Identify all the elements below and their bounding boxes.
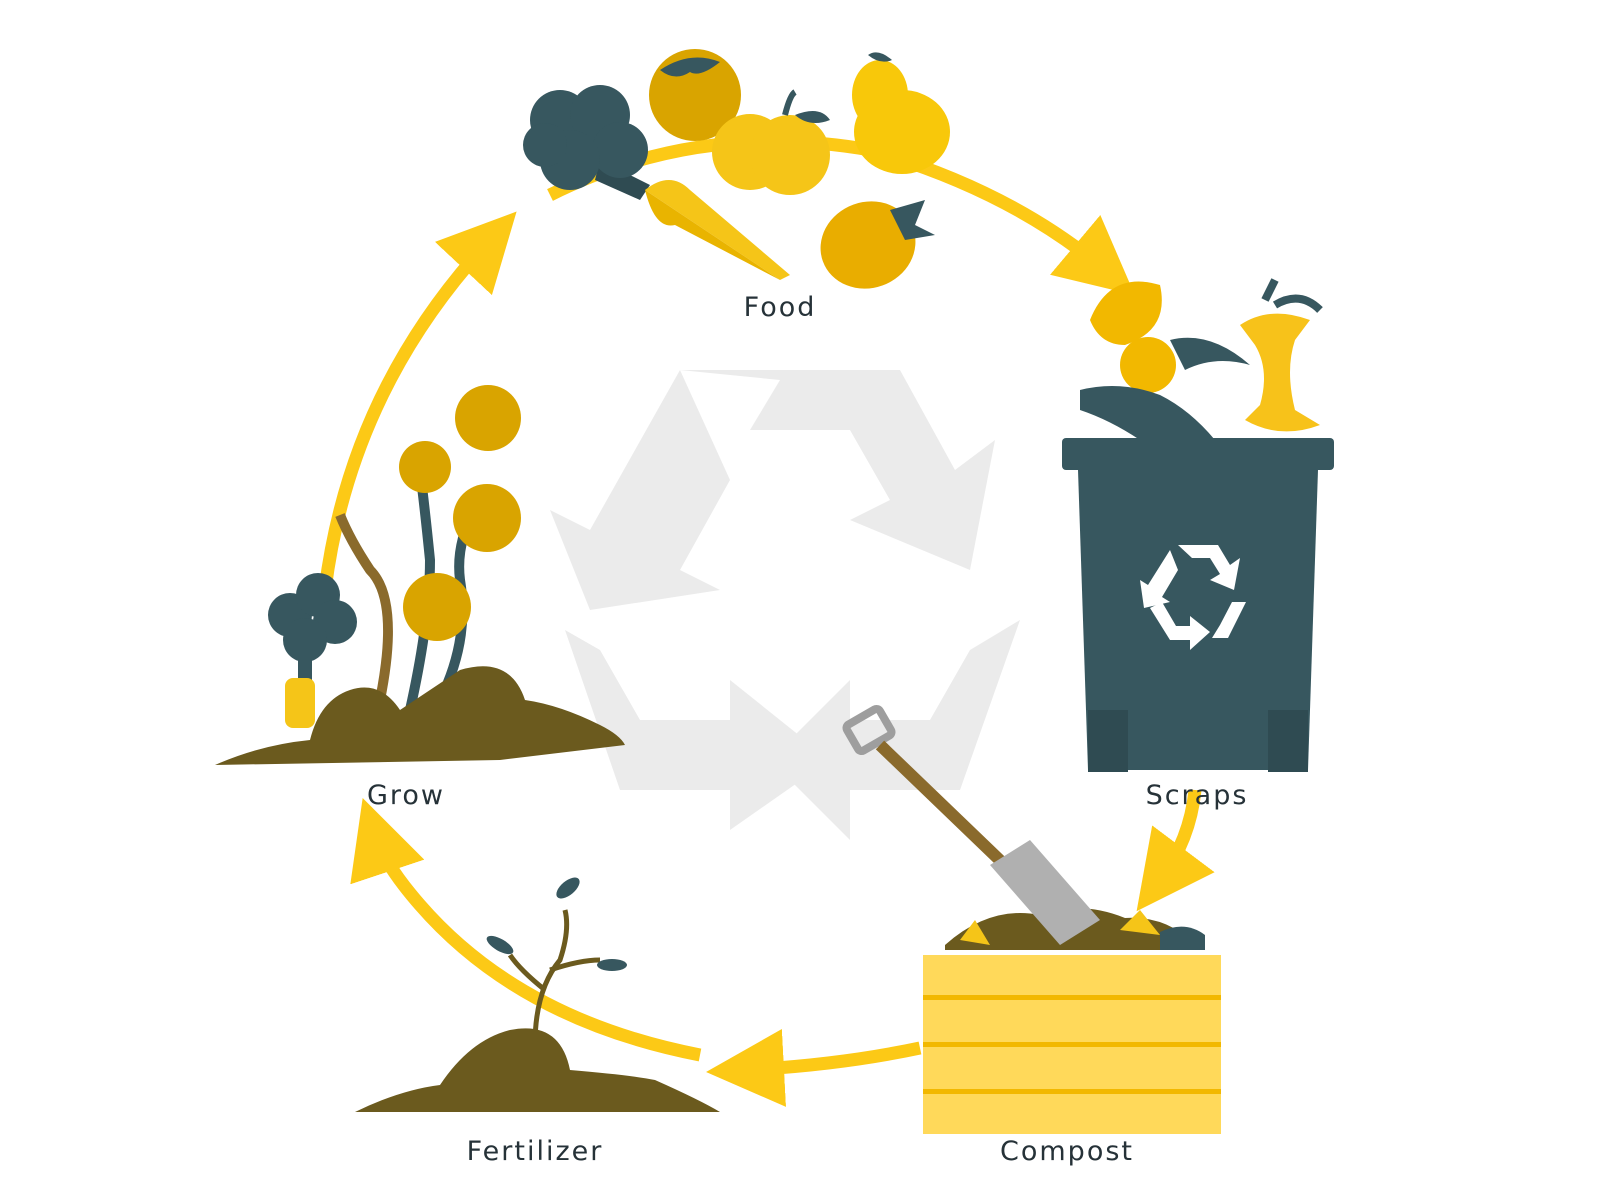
tomato-plant-fruits-icon: [399, 385, 521, 641]
grow-illustration: [215, 385, 625, 765]
stage-label-fertilizer: Fertilizer: [466, 1136, 604, 1167]
broccoli-icon: [523, 85, 650, 200]
apple-core-icon: [1240, 278, 1323, 432]
soil-mound-icon: [215, 666, 625, 765]
orange-slice-icon: [1090, 281, 1176, 393]
center-recycle-icon: [550, 370, 1020, 840]
banana-peel-icon: [1170, 337, 1250, 370]
apple-icon: [712, 89, 830, 195]
arrow-scraps-to-compost: [1136, 789, 1215, 912]
shovel-icon: [842, 704, 1100, 945]
strawberry-icon: [820, 200, 935, 289]
soil-mound-icon: [355, 1028, 720, 1112]
arrow-grow-to-food: [318, 211, 517, 591]
stage-label-food: Food: [743, 292, 817, 323]
crate-icon: [923, 955, 1221, 1134]
food-illustration: [523, 49, 950, 289]
scraps-illustration: [1062, 278, 1334, 772]
stage-label-compost: Compost: [1000, 1136, 1134, 1167]
arrow-fertilizer-to-grow: [350, 798, 702, 1062]
sprout-icon: [507, 909, 601, 1046]
bin-recycle-symbol-icon: [1140, 545, 1246, 650]
broccoli-small-icon: [268, 573, 357, 680]
stage-label-grow: Grow: [366, 780, 446, 811]
recycle-bin-icon: [1062, 438, 1334, 772]
tomato-icon: [649, 49, 741, 141]
fertilizer-illustration: [355, 877, 720, 1112]
leaf-scrap-icon: [1080, 386, 1215, 440]
tree-branch-icon: [335, 513, 393, 701]
arrow-compost-to-fertilizer: [706, 1029, 922, 1107]
carrot-small-icon: [285, 678, 315, 728]
pear-icon: [852, 52, 950, 174]
stage-label-scraps: Scraps: [1145, 780, 1249, 811]
carrot-icon: [645, 180, 790, 280]
compost-illustration: [842, 704, 1221, 1134]
